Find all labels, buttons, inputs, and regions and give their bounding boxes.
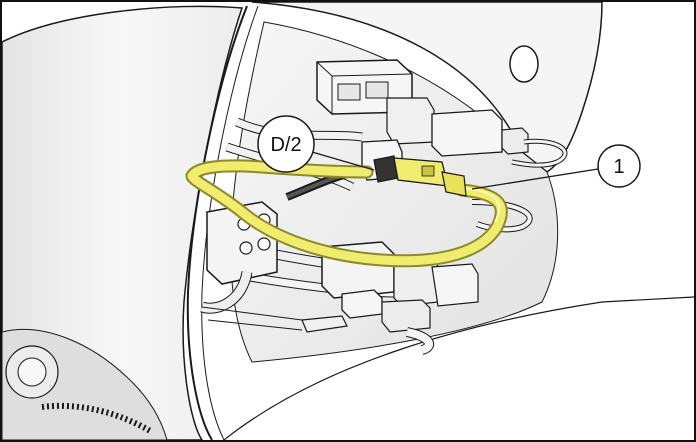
yellow-connector [373,155,467,197]
callout-1: 1 [471,144,641,190]
opening-lower-edge [223,296,694,440]
housing-hole [509,45,539,83]
callout-d2: D/2 [257,115,375,173]
right-plug-connector [431,109,568,168]
top-connector-block [316,59,435,145]
callout-1-label: 1 [613,156,624,178]
bottom-plug [201,289,435,355]
opening-rim [186,5,248,440]
callout-d2-label: D/2 [270,134,301,156]
